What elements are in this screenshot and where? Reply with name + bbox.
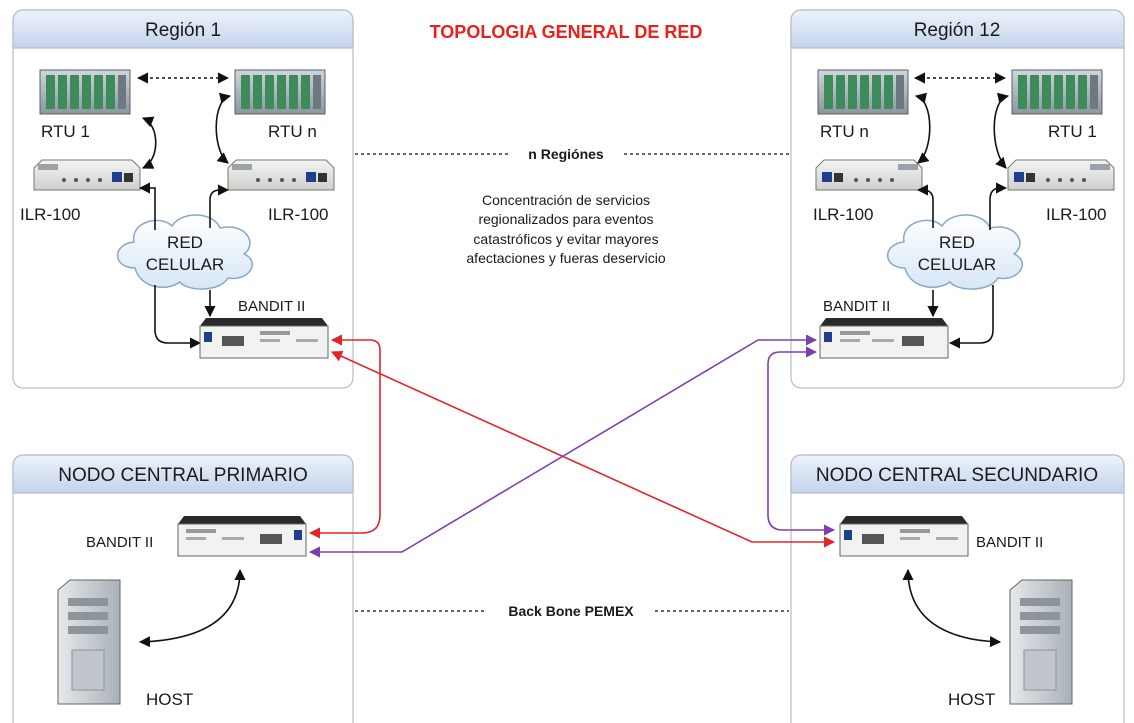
- cloud-label-line-1: RED: [939, 233, 975, 252]
- red-link-region1-secondary: [330, 351, 836, 548]
- cloud-ilr-link: [209, 184, 230, 228]
- rtu-1-label: RTU 1: [1048, 122, 1097, 141]
- host-server-icon: [1009, 579, 1073, 705]
- cloud-ilr-link: [916, 184, 934, 228]
- diagram-title: TOPOLOGIA GENERAL DE RED: [430, 22, 703, 42]
- secondary-node-title: NODO CENTRAL SECUNDARIO: [816, 465, 1098, 486]
- ilr-100-label: ILR-100: [268, 205, 328, 224]
- ilr-100-icon: [227, 159, 335, 191]
- rtu-1-label: RTU 1: [41, 122, 90, 141]
- region-12-title: Región 12: [914, 20, 1001, 41]
- cloud-bandit-link: [154, 285, 202, 349]
- primary-node-title: NODO CENTRAL PRIMARIO: [58, 465, 308, 486]
- bandit-ii-icon: [839, 516, 969, 557]
- ilr-100-icon: [33, 159, 141, 191]
- region-1-title: Región 1: [145, 20, 221, 41]
- host-label: HOST: [948, 690, 995, 709]
- description-line-2: regionalizados para eventos: [478, 211, 653, 227]
- cloud-label-line-2: CELULAR: [918, 255, 996, 274]
- cloud-icon: RED CELULAR: [117, 214, 254, 290]
- rtu-n-label: RTU n: [268, 122, 317, 141]
- bandit-host-link: [138, 568, 246, 648]
- cloud-ilr-link: [989, 182, 1008, 230]
- rtu-n-icon: [817, 69, 909, 115]
- rtu-ilr-link: [141, 116, 157, 169]
- secondary-node-panel: NODO CENTRAL SECUNDARIO: [790, 454, 1125, 723]
- backbone-label: Back Bone PEMEX: [508, 603, 634, 619]
- bandit-ii-label: BANDIT II: [86, 534, 153, 551]
- bandit-ii-icon: [819, 318, 949, 359]
- rtu-ilr-link: [993, 92, 1010, 169]
- description-line-1: Concentración de servicios: [482, 192, 650, 208]
- bandit-ii-label: BANDIT II: [823, 298, 890, 315]
- ilr-100-label: ILR-100: [20, 205, 80, 224]
- cloud-ilr-link: [138, 182, 156, 230]
- rtu-1-icon: [1011, 69, 1103, 115]
- purple-link-region12-primary: [308, 334, 818, 558]
- bandit-ii-icon: [199, 318, 329, 359]
- host-server-icon: [57, 579, 121, 705]
- bandit-host-link: [902, 568, 1002, 648]
- rtu-1-icon: [39, 69, 131, 115]
- ilr-100-label: ILR-100: [813, 205, 873, 224]
- n-regiones-label: n Regiónes: [528, 146, 604, 162]
- description-text: Concentración de servicios regionalizado…: [466, 192, 665, 266]
- purple-link-region12-secondary: [767, 346, 836, 536]
- cloud-icon: RED CELULAR: [887, 214, 1024, 290]
- ilr-100-label: ILR-100: [1046, 205, 1106, 224]
- rtu-n-label: RTU n: [820, 122, 869, 141]
- description-line-4: afectaciones y fueras deservicio: [466, 250, 665, 266]
- bandit-ii-label: BANDIT II: [238, 298, 305, 315]
- host-label: HOST: [146, 690, 193, 709]
- cloud-label-line-2: CELULAR: [146, 255, 224, 274]
- cloud-label-line-1: RED: [167, 233, 203, 252]
- ilr-100-icon: [815, 159, 923, 191]
- rtu-n-icon: [234, 69, 326, 115]
- rtu-ilr-link: [215, 92, 232, 164]
- bandit-ii-icon: [177, 516, 307, 557]
- description-line-3: catastróficos y evitar mayores: [473, 231, 658, 247]
- cloud-bandit-link: [948, 285, 994, 349]
- bandit-ii-label: BANDIT II: [976, 534, 1043, 551]
- ilr-100-icon: [1007, 159, 1115, 191]
- rtu-ilr-link: [914, 92, 931, 164]
